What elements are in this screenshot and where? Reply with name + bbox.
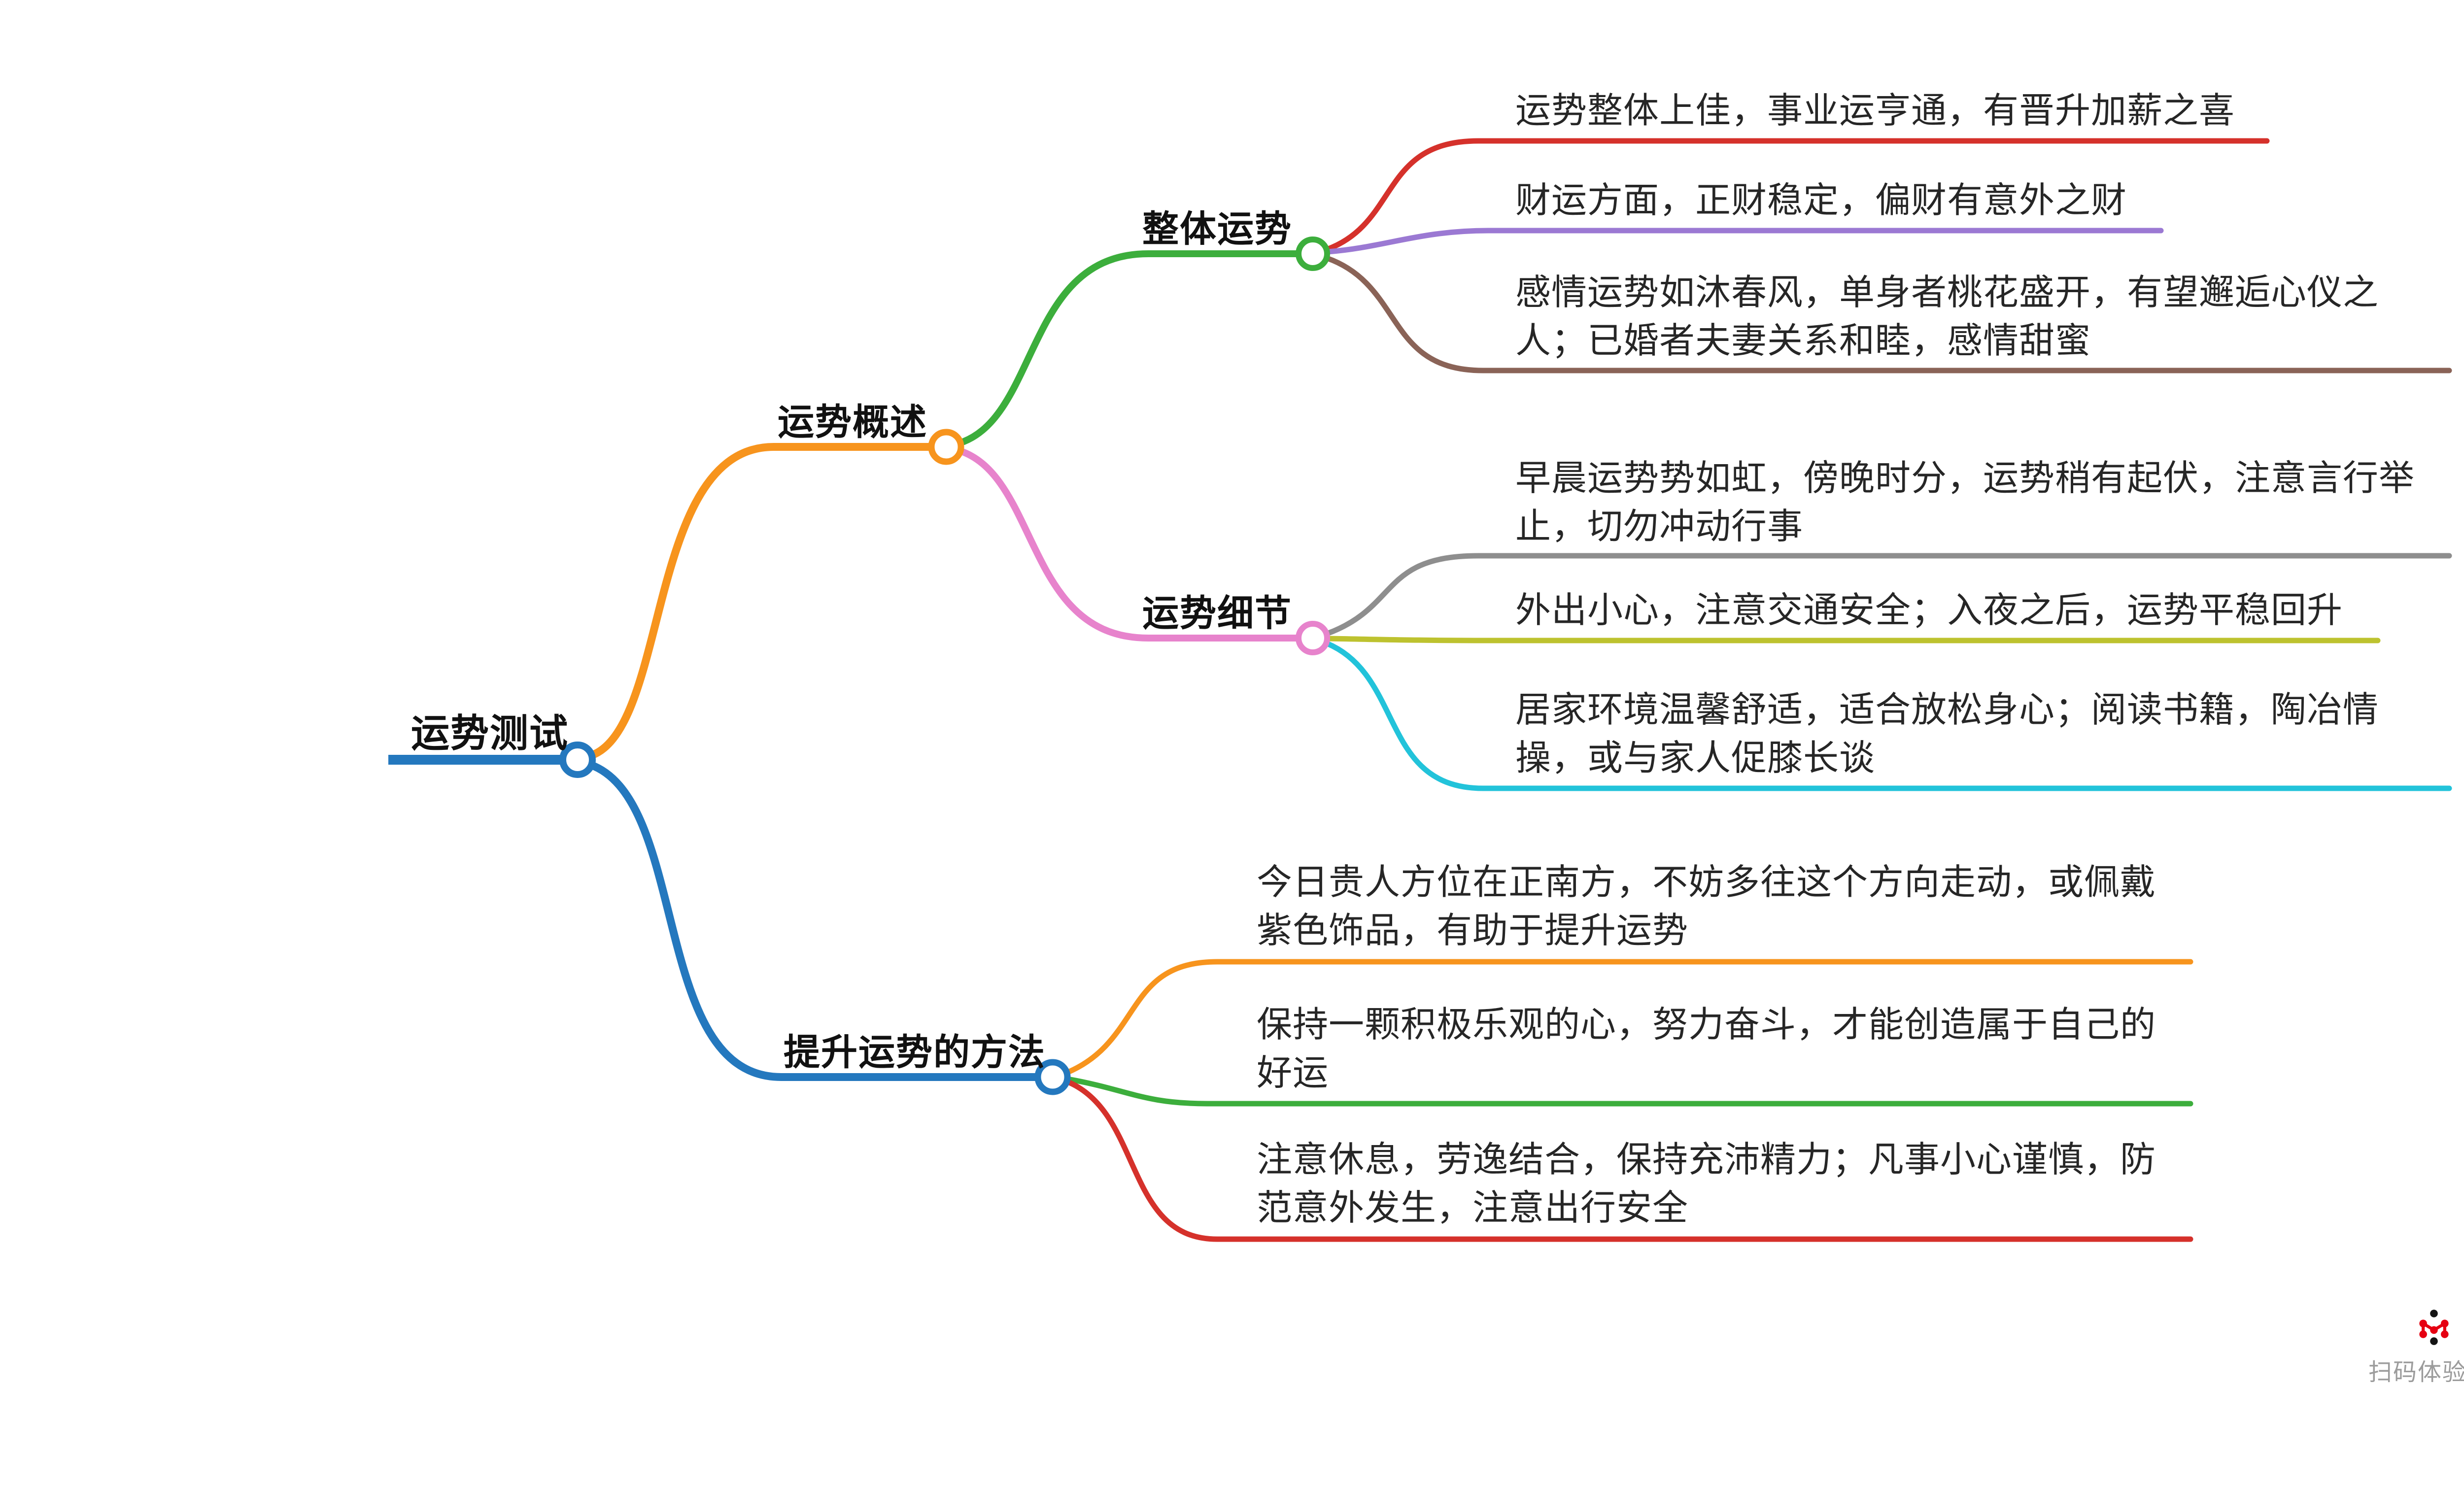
- node-label-overview: 运势概述: [778, 402, 927, 442]
- branch-methods: [586, 761, 1042, 1081]
- leaf-detail-1: 早晨运势势如虹，傍晚时分，运势稍有起伏，注意言行举 止，切勿冲动行事: [1515, 459, 2415, 546]
- footer-caption-text: 扫码体验App客户端: [2368, 1359, 2464, 1385]
- node-circle-methods: [1034, 1059, 1071, 1095]
- leaf-detail-3: 居家环境温馨舒适，适合放松身心；阅读书籍，陶冶情 操，或与家人促膝长谈: [1515, 690, 2379, 778]
- branch-overview: [586, 443, 935, 760]
- branch-leaf-method-3: [1064, 1079, 2193, 1242]
- node-circle-overall-fortune: [1296, 236, 1330, 271]
- branch-leaf-method-2: [1065, 1076, 2193, 1107]
- node-label-fortune-details: 运势细节: [1142, 593, 1292, 634]
- node-label-methods: 提升运势的方法: [784, 1032, 1046, 1073]
- node-label-overall-fortune: 整体运势: [1142, 208, 1292, 249]
- leaf-detail-2: 外出小心，注意交通安全；入夜之后，运势平稳回升: [1515, 591, 2343, 630]
- leaf-method-2: 保持一颗积极乐观的心，努力奋斗，才能创造属于自己的 好运: [1257, 1005, 2156, 1093]
- branch-leaf-overall-3: [1324, 255, 2452, 373]
- branch-overall-fortune: [957, 250, 1301, 446]
- leaf-overall-3: 感情运势如沐春风，单身者桃花盛开，有望邂逅心仪之 人；已婚者夫妻关系和睦，感情甜…: [1515, 273, 2379, 361]
- node-circle-fortune-details: [1296, 621, 1330, 655]
- logo-black-dots: [2430, 1310, 2438, 1345]
- node-circle-overview: [928, 429, 964, 465]
- branch-leaf-detail-2: [1325, 636, 2381, 643]
- leaf-method-3: 注意休息，劳逸结合，保持充沛精力；凡事小心谨慎，防 范意外发生，注意出行安全: [1257, 1140, 2156, 1228]
- leaf-method-1: 今日贵人方位在正南方，不妨多往这个方向走动，或佩戴 紫色饰品，有助于提升运势: [1257, 863, 2156, 950]
- leaf-overall-2: 财运方面，正财稳定，偏财有意外之财: [1515, 181, 2127, 220]
- branch-fortune-details: [957, 447, 1301, 642]
- node-label-root: 运势测试: [411, 711, 569, 755]
- branch-leaf-detail-3: [1324, 641, 2452, 791]
- node-circle-root: [559, 742, 596, 778]
- branch-leaf-overall-1: [1324, 138, 2270, 252]
- branch-leaf-detail-1: [1324, 553, 2452, 637]
- logo-red-dots: [2419, 1319, 2449, 1338]
- branch-leaf-overall-2: [1325, 228, 2164, 255]
- branch-leaf-method-1: [1064, 959, 2193, 1076]
- leaf-overall-1: 运势整体上佳，事业运亨通，有晋升加薪之喜: [1515, 91, 2235, 131]
- nano-ai-logo-icon: [2419, 1310, 2449, 1345]
